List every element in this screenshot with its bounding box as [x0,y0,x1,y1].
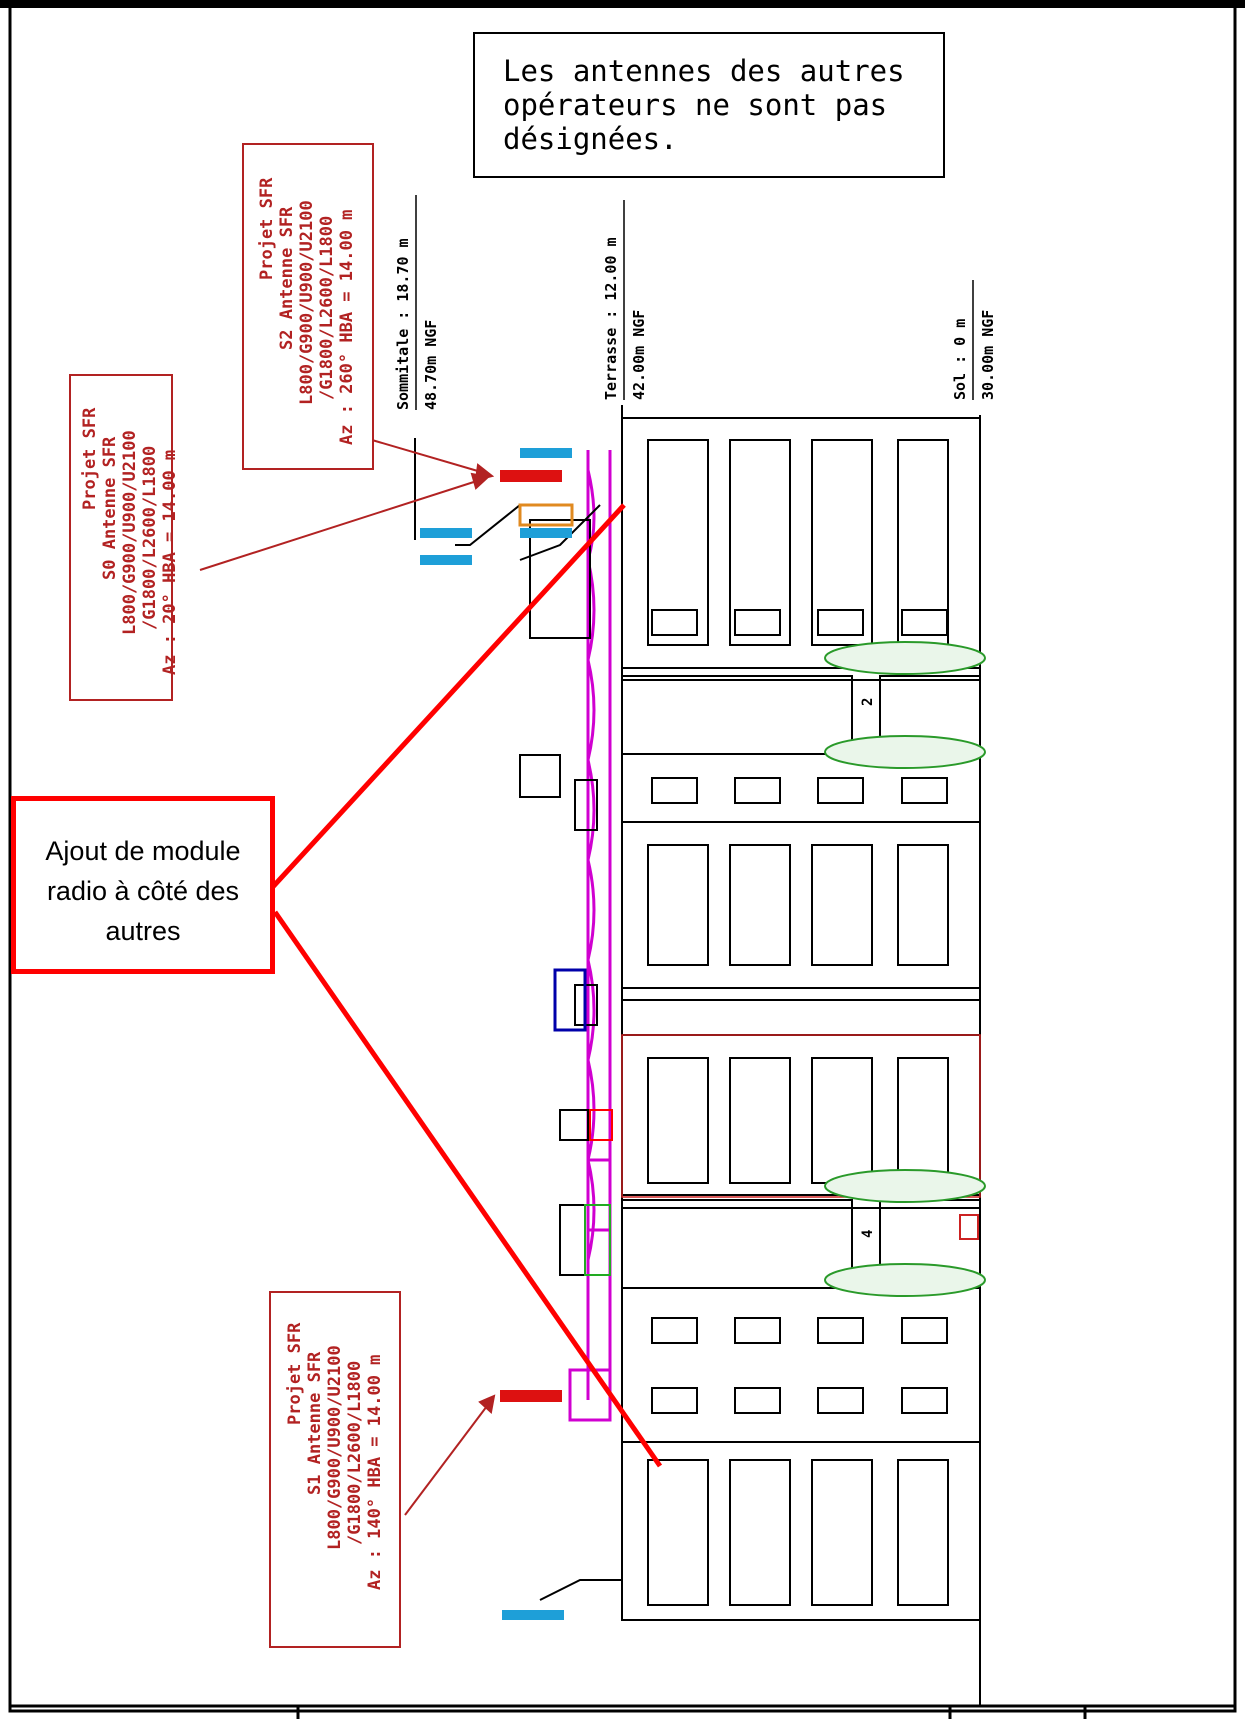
label-s1: Projet SFR S1 Antenne SFR L800/G900/U900… [285,1322,385,1590]
label-s1-line4: /G1800/L2600/L1800 [345,1361,365,1545]
level-sol: Sol : 0 m 30.00m NGF [951,280,997,400]
label-s1-line5: Az : 140° HBA = 14.00 m [365,1355,385,1590]
level-sommitale-bottom: 48.70m NGF [422,320,440,410]
label-s0-line5: Az : 20° HBA = 14.00 m [160,450,180,675]
label-s1-line3: L800/G900/U900/U2100 [325,1345,345,1550]
level-sol-top: Sol : 0 m [951,319,969,400]
label-s0-line2: S0 Antenne SFR [100,436,120,580]
level-terrasse: Terrasse : 12.00 m 42.00m NGF [602,200,648,400]
label-s2-line4: /G1800/L2600/L1800 [317,216,337,400]
operators-note: Les antennes des autres opérateurs ne so… [473,32,945,178]
label-s0-line4: /G1800/L2600/L1800 [140,446,160,630]
antennas-existing [420,448,572,1620]
antennas-sfr [500,470,562,1402]
label-s2-line5: Az : 260° HBA = 14.00 m [337,210,357,445]
stair-number-4: 4 [860,1230,876,1238]
label-s0: Projet SFR S0 Antenne SFR L800/G900/U900… [80,407,180,675]
trees [824,641,986,1297]
label-s2-line1: Projet SFR [257,177,277,280]
sfr-arrows [199,439,496,1516]
label-s2-line2: S2 Antenne SFR [277,206,297,350]
sfr-label-boxes [69,143,401,1648]
label-s0-line1: Projet SFR [80,407,100,510]
antenna-orange [518,503,574,527]
level-sommitale: Sommitale : 18.70 m 48.70m NGF [394,195,440,410]
window-bays [647,439,949,1606]
callout-lines [268,503,663,1468]
small-windows [651,609,948,1414]
label-s0-line3: L800/G900/U900/U2100 [120,430,140,635]
stair-number-2: 2 [860,698,876,706]
operators-note-text: Les antennes des autres opérateurs ne so… [503,54,905,156]
label-s2: Projet SFR S2 Antenne SFR L800/G900/U900… [257,177,357,445]
building-facade [621,417,981,1621]
level-sol-bottom: 30.00m NGF [979,310,997,400]
label-s1-line1: Projet SFR [285,1322,305,1425]
radio-module-callout: Ajout de module radio à côté des autres [11,796,275,974]
label-s1-line2: S1 Antenne SFR [305,1351,325,1495]
rooftop-structures [455,504,622,1601]
level-lines [414,405,981,1705]
level-sommitale-top: Sommitale : 18.70 m [394,238,412,410]
level-terrasse-bottom: 42.00m NGF [630,310,648,400]
label-s2-line3: L800/G900/U900/U2100 [297,200,317,405]
level-terrasse-top: Terrasse : 12.00 m [602,237,620,400]
radio-module-callout-text: Ajout de module radio à côté des autres [45,836,241,946]
